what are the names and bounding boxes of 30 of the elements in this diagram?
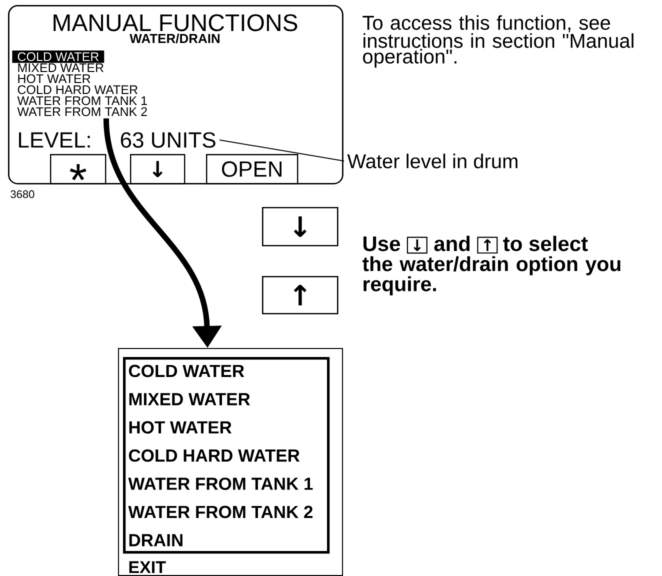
instruction-text: and [434, 236, 470, 252]
menu-item: HOT WATER [18, 74, 90, 84]
instruction-text: To access this function, see instructions in section "Manual operation". [362, 15, 634, 68]
menu-item: WATER FROM TANK 1 [128, 478, 313, 490]
menu-item: COLD HARD WATER [18, 85, 138, 94]
screen-title: MANUAL FUNCTIONS [54, 14, 298, 32]
leader-line [219, 139, 344, 162]
menu-item: HOT WATER [129, 421, 232, 434]
menu-item: DRAIN [129, 534, 182, 546]
highlighted-menu-item: COLD WATER [12, 50, 104, 63]
key-button: ↓ [130, 154, 186, 184]
menu-item: WATER FROM TANK 1 [17, 96, 147, 106]
instruction-text: to select [503, 236, 588, 252]
level-readout: LEVEL: 63 UNITS [19, 132, 216, 148]
menu-item: COLD HARD WATER [128, 449, 300, 462]
screen-subtitle: WATER/DRAIN [130, 34, 220, 44]
menu-item: MIXED WATER [18, 63, 104, 72]
menu-item: EXIT [129, 561, 166, 573]
key-button: OPEN [206, 154, 298, 184]
callout-text: Water level in drum [347, 154, 518, 168]
key-button: * [50, 154, 106, 184]
menu-item: MIXED WATER [129, 393, 250, 406]
menu-item: WATER FROM TANK 2 [17, 107, 147, 116]
menu-item: COLD WATER [128, 364, 244, 378]
arrow-key: ↓ [262, 207, 338, 246]
instruction-text: the water/drain option you require. [362, 256, 620, 296]
arrow-key: ↑ [262, 276, 338, 314]
figure-number: 3680 [10, 190, 34, 198]
menu-item: WATER FROM TANK 2 [128, 506, 313, 518]
instruction-text: Use [363, 236, 400, 252]
